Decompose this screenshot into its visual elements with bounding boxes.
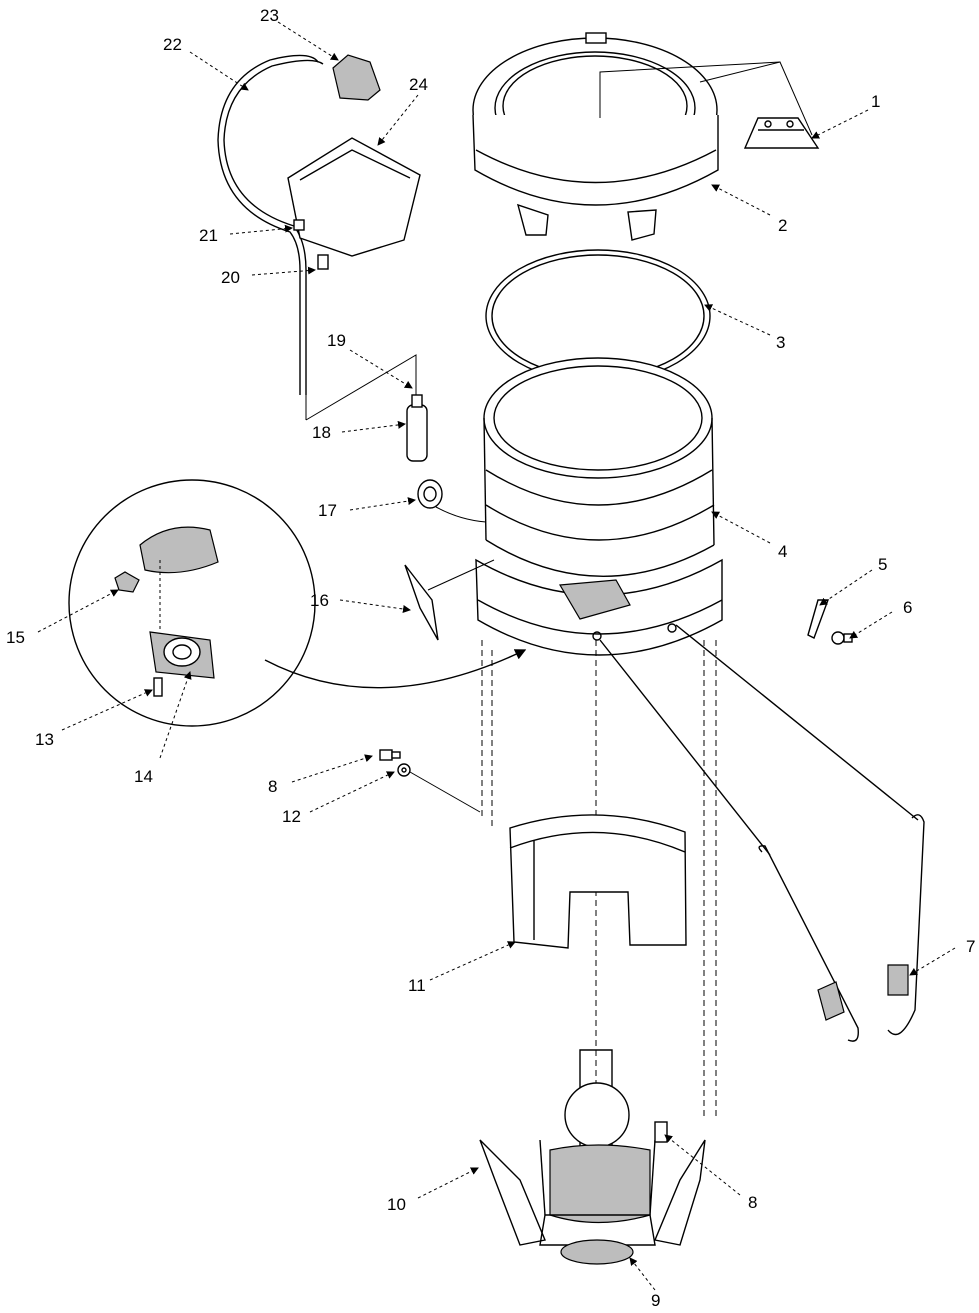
callout-10: 10 — [387, 1195, 406, 1214]
callout-18: 18 — [312, 423, 331, 442]
part-drive-assembly — [479, 1049, 706, 1265]
callout-19: 19 — [327, 331, 346, 350]
callout-15: 15 — [6, 628, 25, 647]
callout-8b: 8 — [748, 1193, 757, 1212]
callout-13: 13 — [35, 730, 54, 749]
callout-7: 7 — [966, 937, 975, 956]
part-5-bracket — [807, 599, 830, 639]
part-24-bracket — [287, 137, 421, 270]
callout-14: 14 — [134, 767, 153, 786]
part-6-screw — [831, 631, 853, 645]
callout-leaders — [37, 21, 956, 1291]
callout-24: 24 — [409, 75, 428, 94]
part-17-fitting — [417, 479, 443, 509]
part-suspension-rods — [599, 624, 925, 1042]
callout-3: 3 — [776, 333, 785, 352]
callout-5: 5 — [878, 555, 887, 574]
part-12-washer — [397, 763, 411, 777]
part-23-clamp — [332, 54, 381, 101]
detail-circle — [68, 479, 316, 727]
callout-12: 12 — [282, 807, 301, 826]
callout-16: 16 — [310, 591, 329, 610]
part-16-label — [404, 564, 439, 641]
callout-17: 17 — [318, 501, 337, 520]
callout-labels: 1 2 3 4 5 6 7 8 8 9 10 11 12 13 14 15 16… — [6, 6, 975, 1310]
callout-9: 9 — [651, 1291, 660, 1308]
callout-11: 11 — [408, 976, 426, 995]
callout-1: 1 — [871, 92, 880, 111]
callout-4: 4 — [778, 542, 787, 561]
part-18-tube — [406, 394, 428, 462]
callout-21: 21 — [199, 226, 218, 245]
callout-2: 2 — [778, 216, 787, 235]
callout-23: 23 — [260, 6, 279, 25]
callout-22: 22 — [163, 35, 182, 54]
part-8-bolt — [379, 749, 401, 761]
callout-6: 6 — [903, 598, 912, 617]
part-1-clip — [743, 117, 820, 149]
part-tub-ring — [472, 32, 719, 241]
callout-8a: 8 — [268, 777, 277, 796]
part-base-shield — [509, 814, 687, 949]
part-tub-body — [475, 357, 723, 656]
callout-20: 20 — [221, 268, 240, 287]
